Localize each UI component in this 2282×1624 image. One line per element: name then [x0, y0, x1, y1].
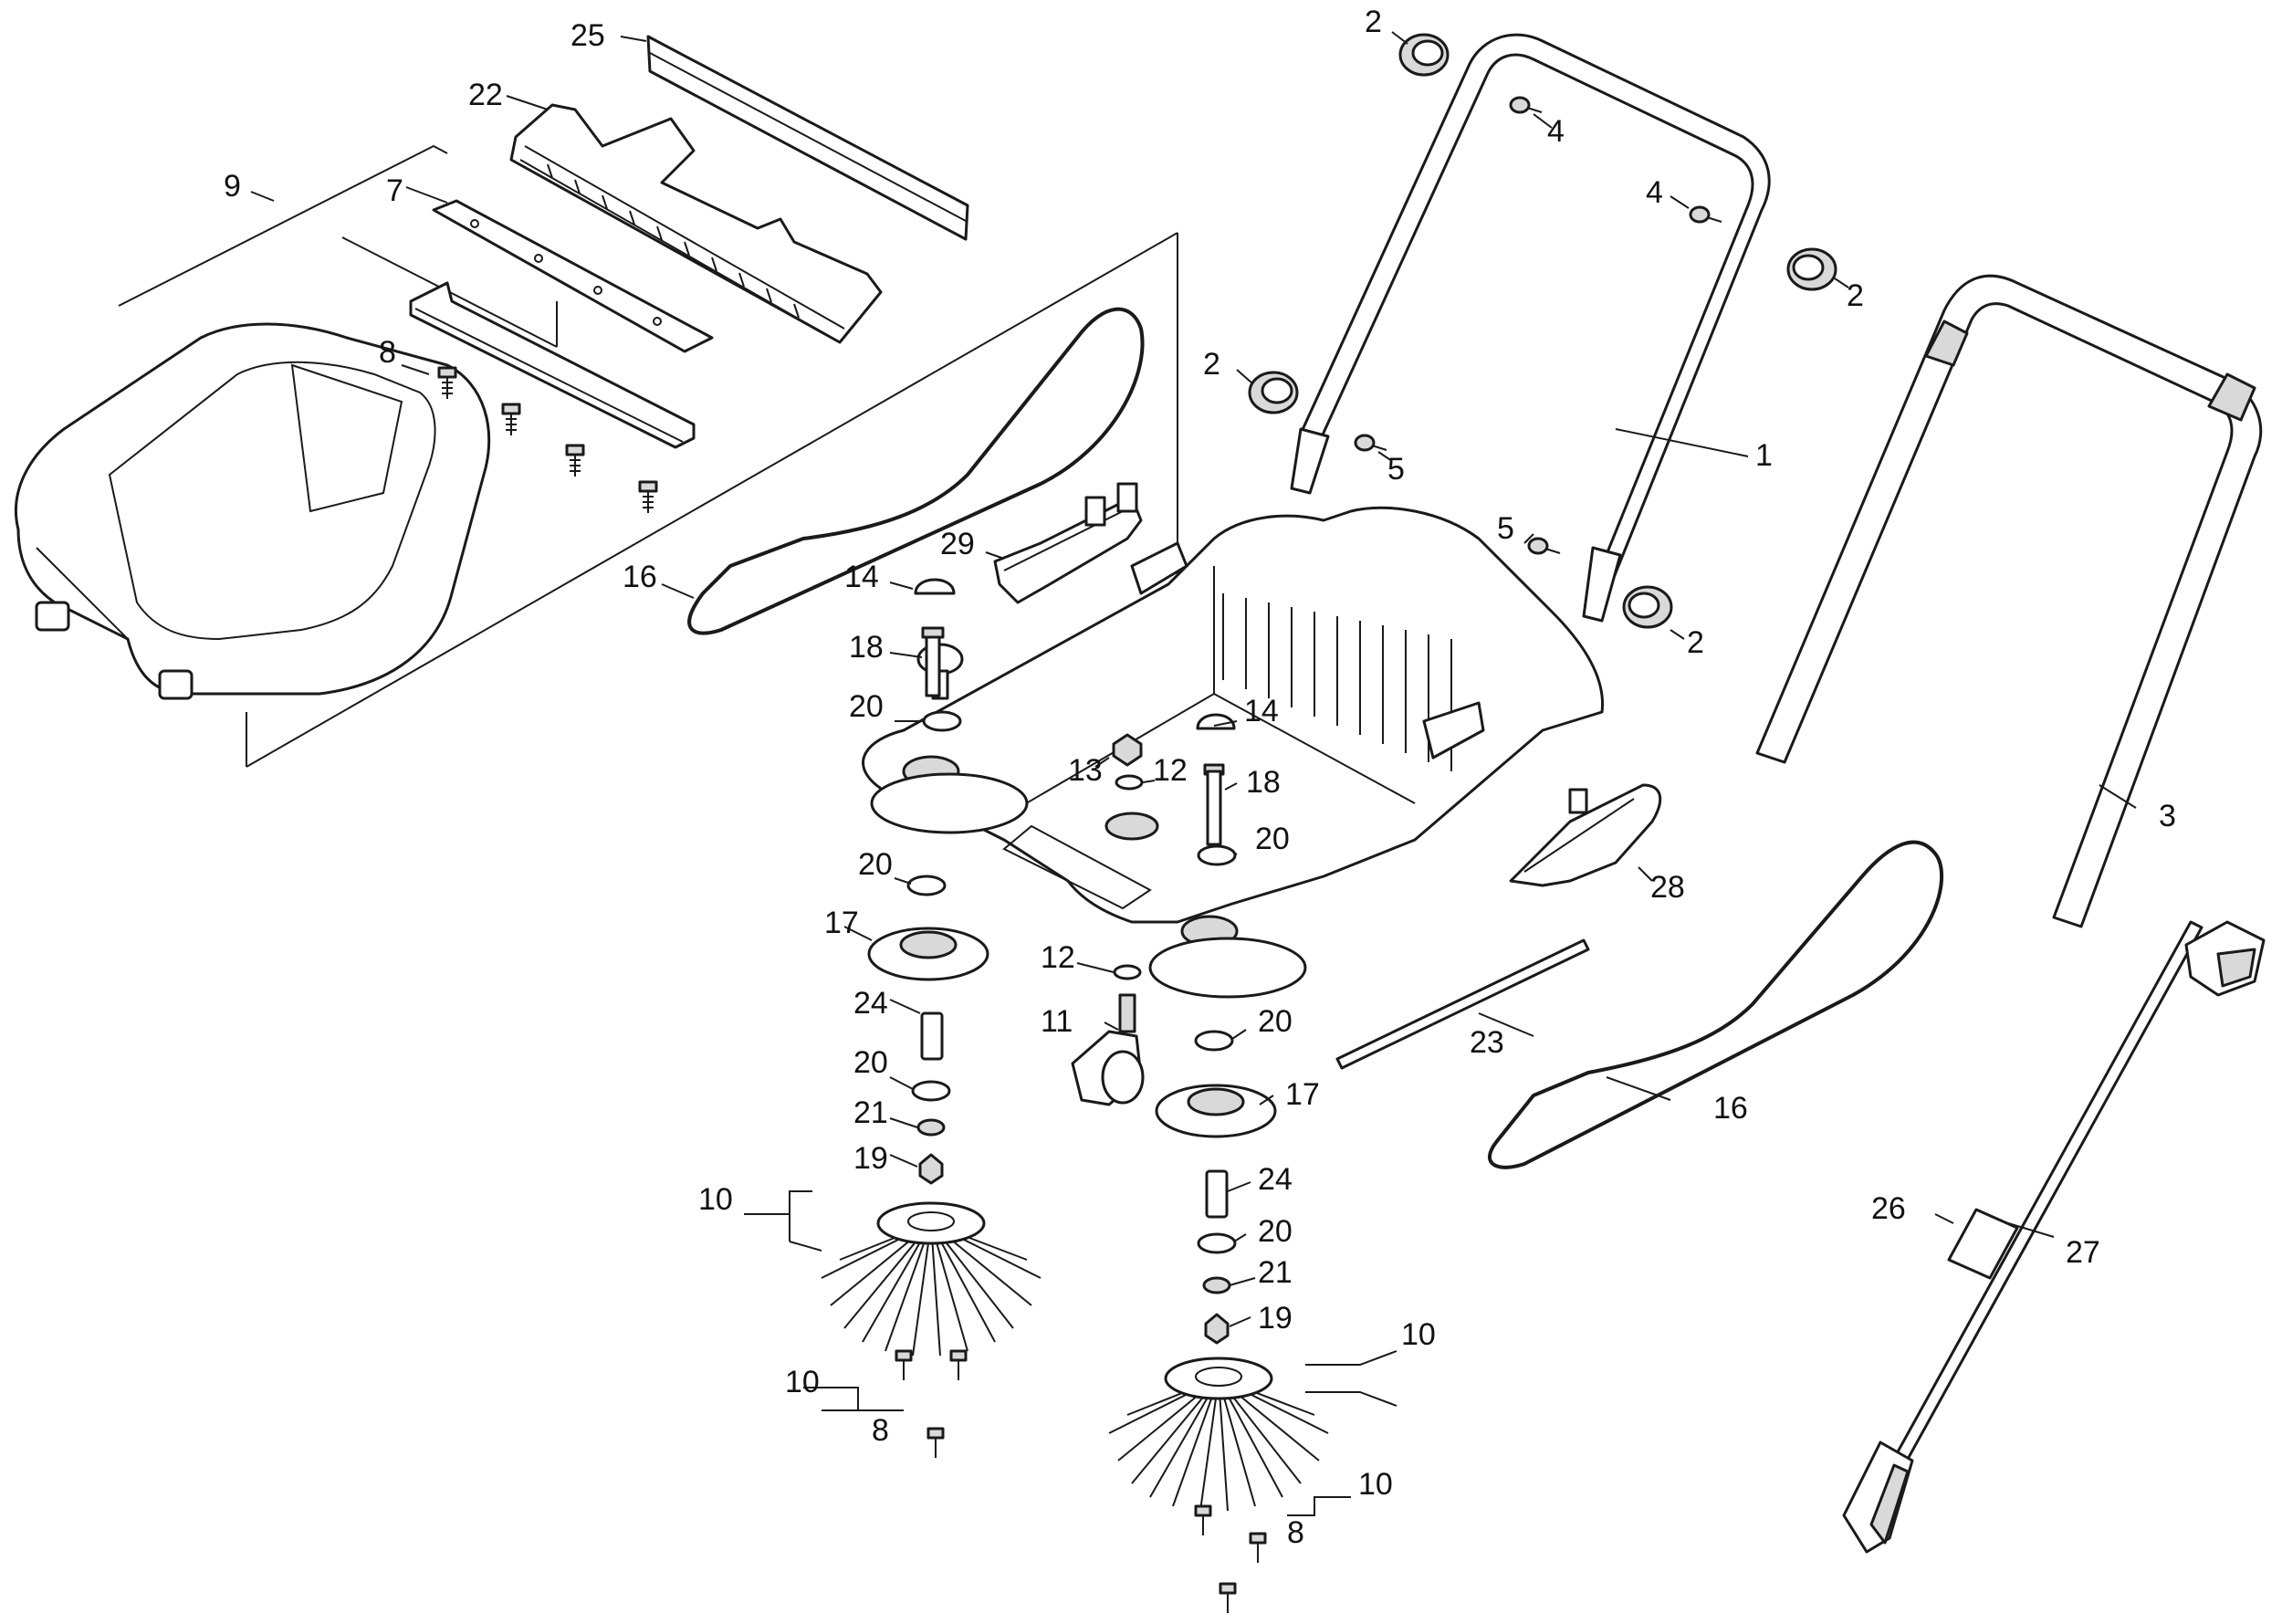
- right-pivot-screw: [1196, 713, 1237, 866]
- callout-4: 4: [1646, 175, 1663, 210]
- callout-7: 7: [386, 173, 403, 208]
- chassis-frame: [862, 506, 1605, 999]
- callout-14: 14: [1244, 694, 1279, 728]
- callout-17: 17: [824, 906, 859, 940]
- callout-19: 19: [853, 1141, 888, 1176]
- rod-23: [1335, 938, 1590, 1070]
- drive-belt-top: [687, 307, 1145, 635]
- callout-14: 14: [844, 560, 879, 594]
- callout-2: 2: [1203, 347, 1220, 382]
- callout-12: 12: [1153, 753, 1188, 788]
- handle-upper: [1290, 33, 1771, 623]
- drive-belt-bottom: [1488, 840, 1943, 1169]
- callout-10: 10: [698, 1182, 733, 1217]
- callout-20: 20: [853, 1045, 888, 1080]
- brush-head-right: [1108, 1357, 1329, 1512]
- callout-24: 24: [1258, 1162, 1293, 1197]
- callout-3: 3: [2159, 799, 2176, 833]
- callout-20: 20: [849, 689, 884, 724]
- callout-28: 28: [1650, 870, 1685, 905]
- flat-plate: [432, 199, 714, 353]
- callout-21: 21: [1258, 1255, 1293, 1290]
- callout-21: 21: [853, 1095, 888, 1130]
- callout-2: 2: [1847, 278, 1864, 313]
- callout-1: 1: [1755, 438, 1773, 473]
- callout-10: 10: [1358, 1467, 1393, 1502]
- callout-23: 23: [1470, 1025, 1504, 1060]
- side-bracket-28: [1509, 783, 1662, 887]
- handle-lower: [1755, 274, 2263, 928]
- callout-8: 8: [1287, 1515, 1304, 1550]
- callout-17: 17: [1285, 1077, 1320, 1112]
- callout-29: 29: [940, 527, 975, 561]
- callout-2: 2: [1365, 5, 1382, 39]
- nut-washer-13-12: [1112, 733, 1144, 980]
- hopper-cover: [14, 322, 491, 700]
- left-brush-stack: [821, 643, 1042, 1458]
- callout-20: 20: [858, 847, 893, 882]
- callout-10: 10: [1401, 1317, 1436, 1352]
- callout-20: 20: [1258, 1004, 1293, 1039]
- right-brush-stack: [1108, 1030, 1329, 1613]
- callout-25: 25: [570, 18, 605, 53]
- screw-set-top: [437, 366, 658, 513]
- callout-12: 12: [1041, 940, 1075, 975]
- comb-bracket: [509, 103, 883, 344]
- callout-8: 8: [379, 335, 396, 370]
- callout-22: 22: [468, 78, 503, 112]
- handle-screws: [1354, 96, 1722, 555]
- callout-26: 26: [1871, 1191, 1906, 1226]
- callout-11: 11: [1041, 1004, 1073, 1039]
- callout-18: 18: [849, 630, 884, 665]
- callout-24: 24: [853, 986, 888, 1021]
- left-pivot-screw: [914, 578, 956, 697]
- callout-16: 16: [1713, 1091, 1748, 1126]
- rubber-strip: [646, 35, 969, 241]
- channel-bracket: [409, 281, 696, 449]
- callout-16: 16: [623, 560, 657, 594]
- grabber-tool: [1842, 920, 2266, 1554]
- callout-9: 9: [224, 169, 241, 204]
- callout-4: 4: [1547, 114, 1565, 149]
- callout-5: 5: [1387, 452, 1405, 487]
- callout-20: 20: [1258, 1214, 1293, 1249]
- callout-8: 8: [872, 1413, 889, 1448]
- callout-2: 2: [1687, 625, 1704, 660]
- callout-19: 19: [1258, 1301, 1293, 1336]
- small-bracket-29: [993, 482, 1143, 604]
- callout-5: 5: [1497, 511, 1514, 546]
- knob-set: [1248, 33, 1837, 629]
- callout-18: 18: [1246, 765, 1281, 800]
- callout-10: 10: [785, 1365, 820, 1399]
- callout-labels: 25 22 9 7 8 2 4 4 2 2 5 1 5 2 29 16 14 1…: [224, 5, 2176, 1550]
- callout-13: 13: [1068, 753, 1103, 788]
- brush-head-left: [821, 1201, 1042, 1357]
- caster-wheel: [1071, 993, 1145, 1106]
- callout-27: 27: [2066, 1235, 2100, 1270]
- leader-lines: [250, 31, 2137, 1516]
- callout-20: 20: [1255, 822, 1290, 856]
